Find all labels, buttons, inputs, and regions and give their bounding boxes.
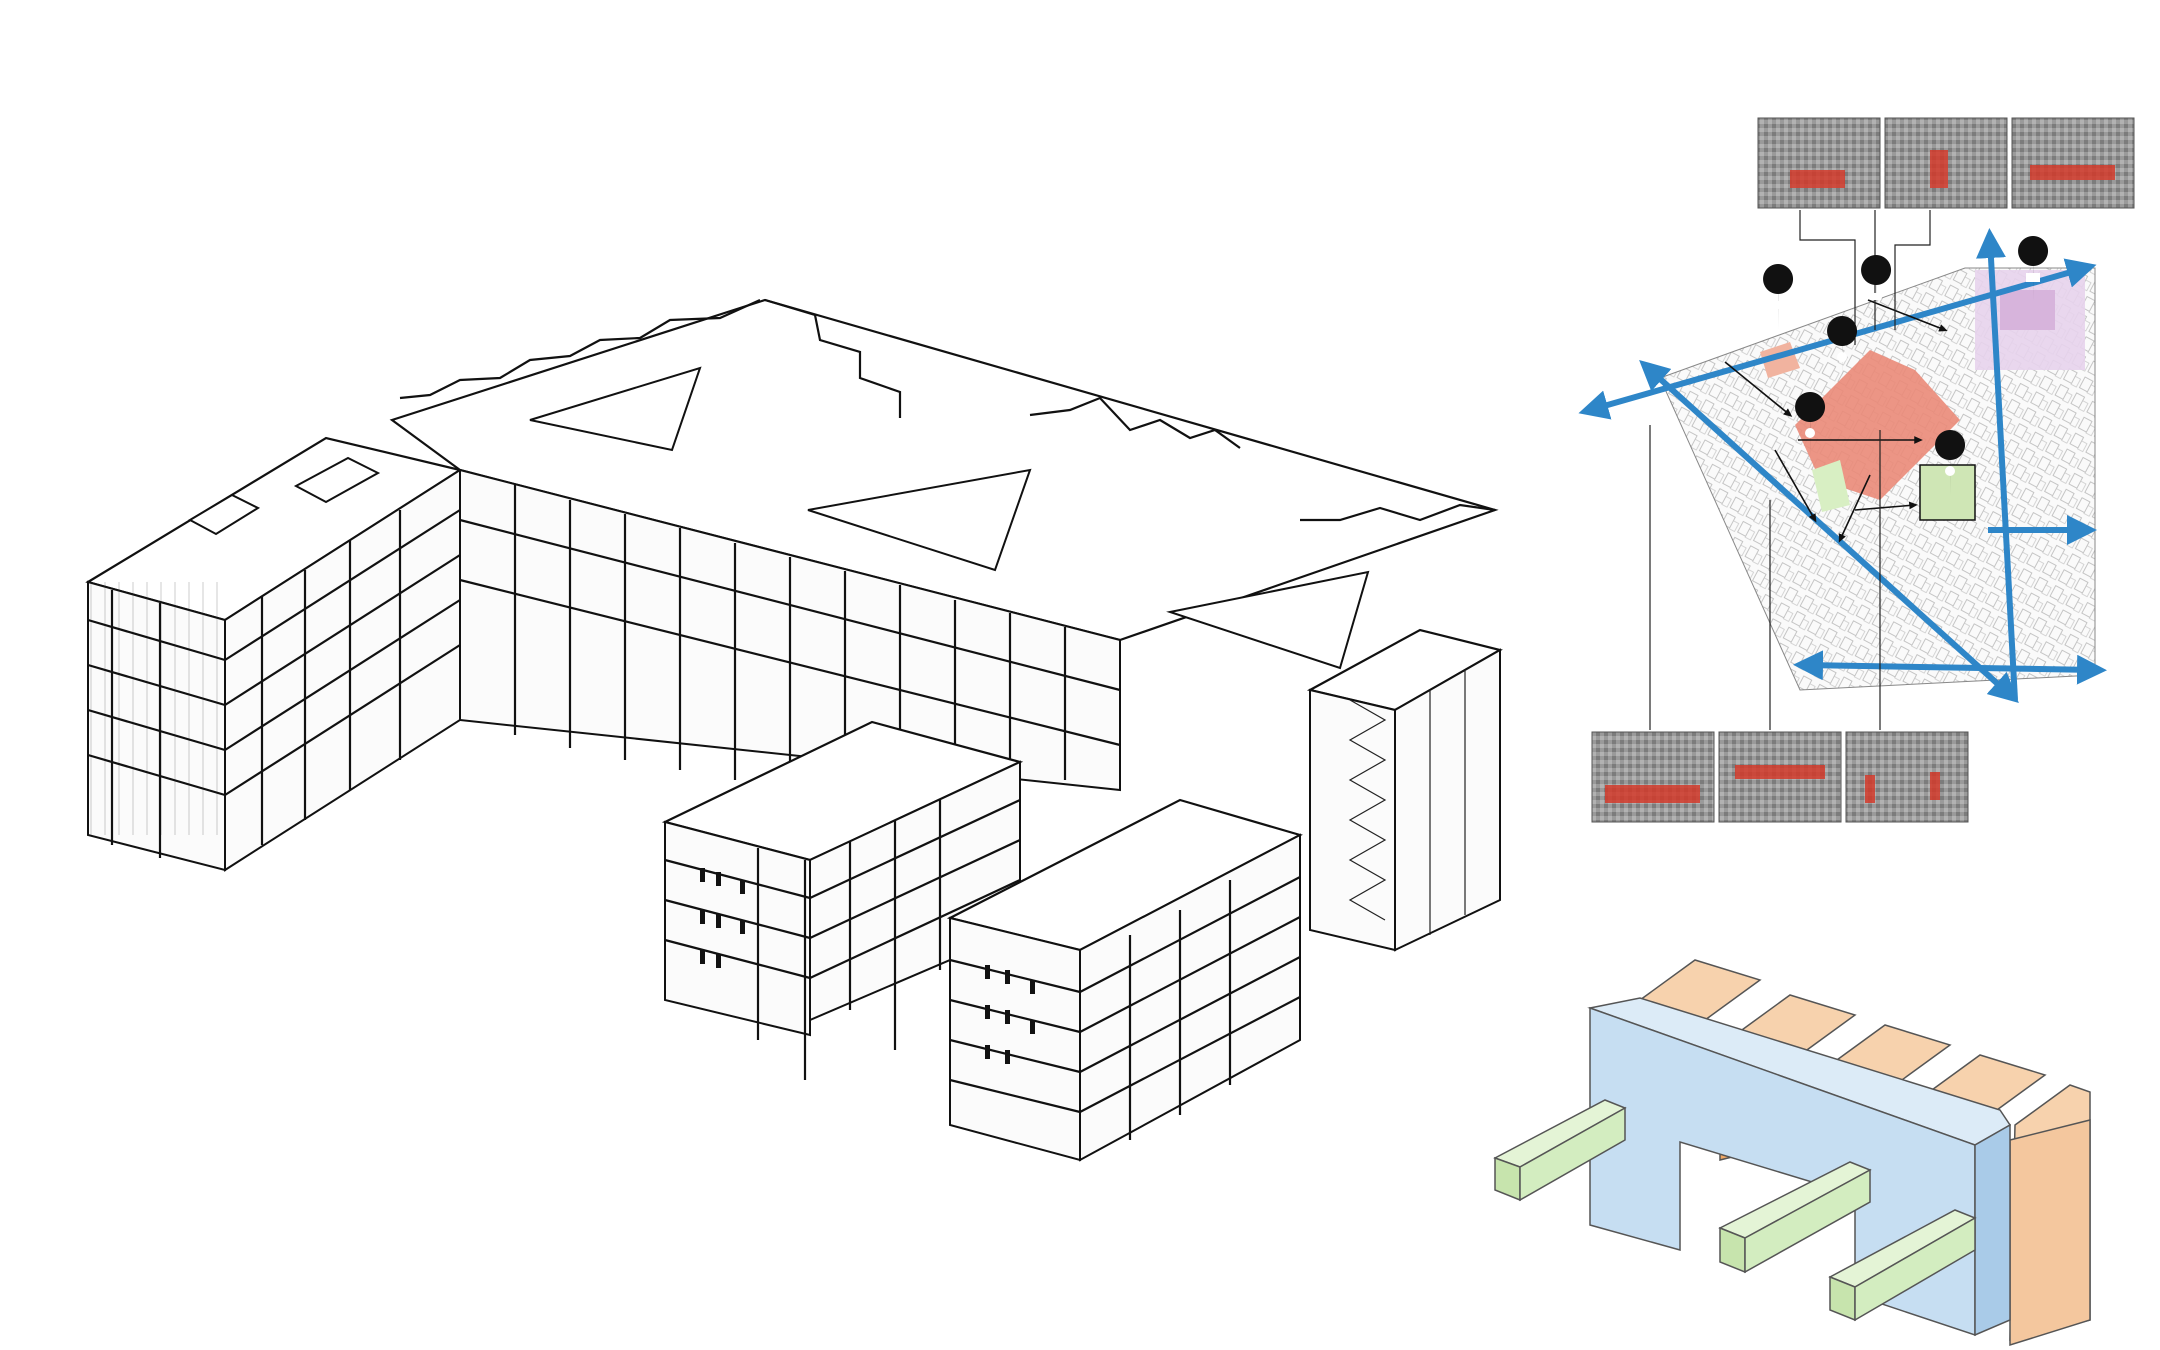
pin-icon: [2018, 236, 2049, 302]
left-wing: [85, 436, 463, 872]
connections: [1724, 299, 1948, 543]
pin-icon: [1861, 255, 1892, 321]
photo-leaders: [1649, 210, 1931, 730]
blue-comb: [1587, 997, 2012, 1337]
pin-icon: [1827, 316, 1858, 382]
photo-strip-bottom: [1591, 731, 1969, 823]
green-bars: [1493, 1099, 1977, 1322]
axonometric-building: [85, 298, 1503, 1162]
front-right-wing: [946, 798, 1303, 1162]
right-wing: [1306, 628, 1503, 952]
front-left-wing: [661, 720, 1024, 1080]
pin-icon: [1935, 430, 1966, 496]
central-block: [389, 298, 1499, 792]
site-map: [1578, 117, 2135, 823]
pin-icon: [1763, 264, 1794, 330]
massing-diagram: [1493, 959, 2091, 1347]
pin-icon: [1795, 392, 1826, 458]
photo-strip-top: [1757, 117, 2135, 209]
